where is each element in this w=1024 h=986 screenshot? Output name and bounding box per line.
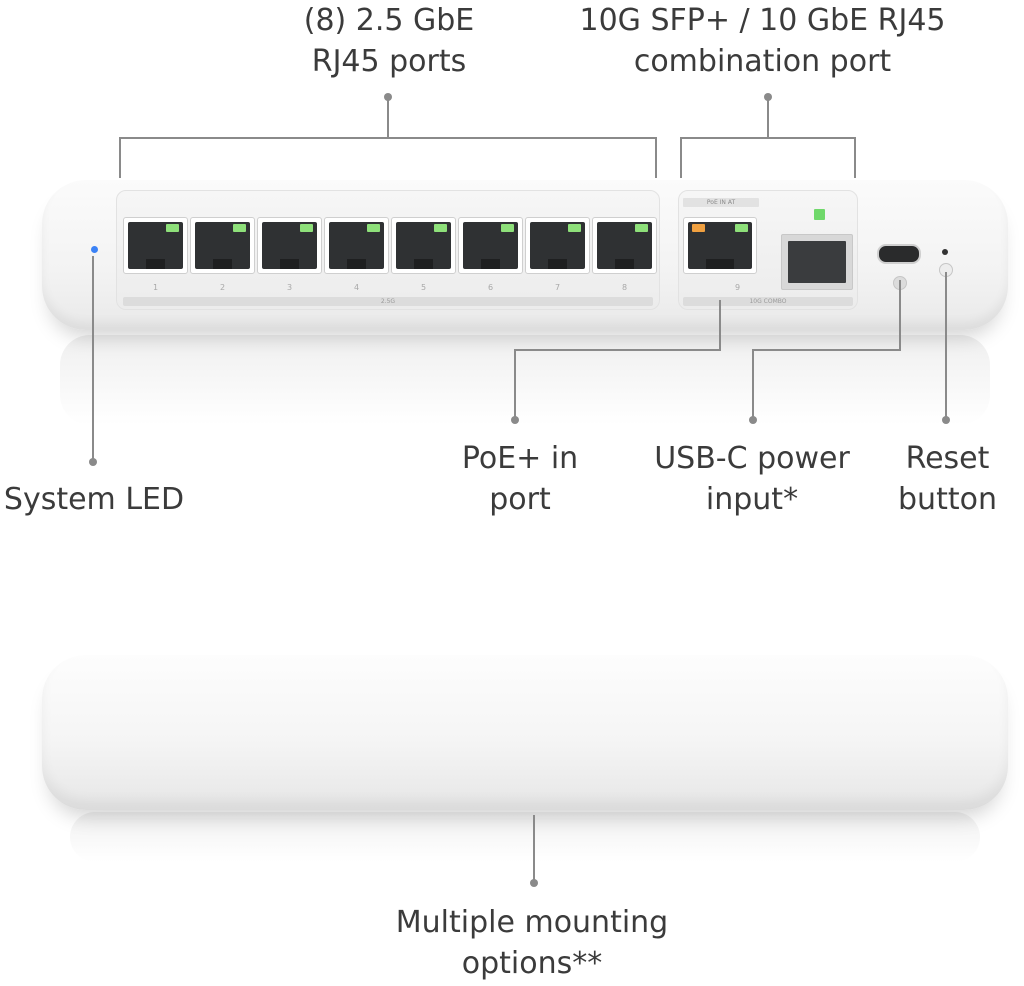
combo-bar: 10G COMBO <box>683 297 853 306</box>
label-poe-in-line2: port <box>489 482 551 517</box>
sfp-plus-port[interactable] <box>781 234 853 290</box>
port-number-label: 8 <box>621 283 628 292</box>
reset-button[interactable] <box>942 249 948 255</box>
label-usb-c-line2: input* <box>705 482 799 517</box>
label-2-5g-ports-line1: (8) 2.5 GbE <box>303 3 475 38</box>
port-led-icon <box>300 224 313 232</box>
callout-dot-system-led <box>89 458 97 466</box>
combo-port-group: PoE IN AT 9 10G COMBO <box>678 190 858 310</box>
port-led-icon <box>501 224 514 232</box>
combo-port-number: 9 <box>734 283 741 292</box>
label-poe-in: PoE+ in port <box>440 438 600 520</box>
port-led-icon <box>367 224 380 232</box>
switch-front-panel: 1 2 3 4 5 6 7 8 2.5G PoE IN AT 9 10G COMBO <box>42 180 1008 330</box>
port-group-bar: 2.5G <box>123 297 653 306</box>
port-led-icon <box>434 224 447 232</box>
label-system-led: System LED <box>0 479 188 520</box>
callout-dot-reset <box>942 416 950 424</box>
callout-bracket-combo <box>680 97 856 178</box>
system-led-indicator <box>91 246 98 253</box>
port-led-icon <box>166 224 179 232</box>
port-number-label: 4 <box>353 283 360 292</box>
poe-rj45-port[interactable] <box>683 217 757 274</box>
rj45-port-8[interactable] <box>592 217 657 274</box>
label-mounting: Multiple mounting options** <box>372 902 692 984</box>
rj45-port-7[interactable] <box>525 217 590 274</box>
device-top-reflection <box>70 812 980 862</box>
usb-c-port[interactable] <box>877 244 921 264</box>
port-number-label: 6 <box>487 283 494 292</box>
callout-dot-usb-c <box>749 416 757 424</box>
label-usb-c: USB-C power input* <box>636 438 868 520</box>
callout-dot-mounting <box>530 879 538 887</box>
rj45-port-6[interactable] <box>458 217 523 274</box>
label-mounting-line1: Multiple mounting <box>395 905 669 940</box>
label-2-5g-ports-line2: RJ45 ports <box>311 44 467 79</box>
label-2-5g-ports: (8) 2.5 GbE RJ45 ports <box>254 0 524 82</box>
sfp-cage <box>788 241 846 283</box>
label-system-led-line1: System LED <box>3 482 185 517</box>
label-reset-line1: Reset <box>905 441 990 476</box>
port-led-icon <box>568 224 581 232</box>
poe-port-led-orange-icon <box>692 224 705 232</box>
rj45-port-3[interactable] <box>257 217 322 274</box>
port-number-label: 2 <box>219 283 226 292</box>
label-combo-port-line2: combination port <box>633 44 892 79</box>
label-mounting-line2: options** <box>461 946 603 981</box>
callout-dot-2-5g <box>384 93 392 101</box>
label-combo-port: 10G SFP+ / 10 GbE RJ45 combination port <box>560 0 965 82</box>
rj45-port-5[interactable] <box>391 217 456 274</box>
port-led-icon <box>635 224 648 232</box>
rj45-port-2[interactable] <box>190 217 255 274</box>
rj45-port-4[interactable] <box>324 217 389 274</box>
sfp-port-led-icon <box>814 209 825 220</box>
port-number-label: 5 <box>420 283 427 292</box>
rj45-port-group: 1 2 3 4 5 6 7 8 2.5G <box>116 190 660 310</box>
callout-bracket-2-5g <box>119 97 657 178</box>
label-reset: Reset button <box>885 438 1010 520</box>
poe-port-led-green-icon <box>735 224 748 232</box>
rj45-port-1[interactable] <box>123 217 188 274</box>
label-combo-port-line1: 10G SFP+ / 10 GbE RJ45 <box>579 3 946 38</box>
callout-dot-poe <box>511 416 519 424</box>
callout-dot-combo <box>764 93 772 101</box>
label-usb-c-line1: USB-C power <box>654 441 850 476</box>
port-number-label: 1 <box>152 283 159 292</box>
port-led-icon <box>233 224 246 232</box>
label-reset-line2: button <box>898 482 997 517</box>
poe-in-tag: PoE IN AT <box>683 198 759 207</box>
switch-top-view <box>42 655 1008 810</box>
callout-line-poe <box>514 300 721 420</box>
port-number-label: 3 <box>286 283 293 292</box>
label-poe-in-line1: PoE+ in <box>461 441 579 476</box>
port-number-label: 7 <box>554 283 561 292</box>
callout-line-usb-c <box>752 280 901 420</box>
